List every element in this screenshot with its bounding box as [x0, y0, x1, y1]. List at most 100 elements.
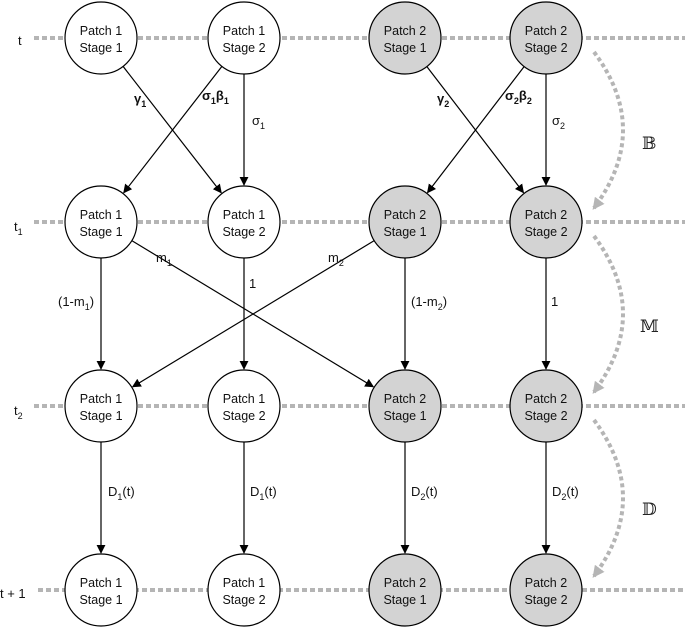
node-circle: [509, 369, 583, 443]
node-label-stage: Stage 1: [383, 41, 426, 55]
node-label-patch: Patch 2: [525, 576, 567, 590]
node-row1-col3: Patch 2 Stage 1: [368, 185, 442, 259]
time-label-t1: t1: [14, 219, 23, 237]
node-label-stage: Stage 1: [383, 409, 426, 423]
node-circle: [64, 1, 138, 75]
node-label-patch: Patch 2: [384, 392, 426, 406]
node-label-patch: Patch 2: [525, 392, 567, 406]
process-arrows: [592, 50, 625, 578]
node-row3-col3: Patch 2 Stage 1: [368, 553, 442, 627]
node-label-stage: Stage 1: [79, 225, 122, 239]
node-label-patch: Patch 1: [80, 576, 122, 590]
node-label-patch: Patch 1: [223, 208, 265, 222]
label-sigma2: σ2: [552, 113, 565, 131]
edges: [96, 66, 551, 554]
node-label-patch: Patch 2: [525, 208, 567, 222]
node-circle: [207, 553, 281, 627]
node-row3-col4: Patch 2 Stage 2: [509, 553, 583, 627]
node-row2-col1: Patch 1 Stage 1: [64, 369, 138, 443]
node-label-stage: Stage 1: [383, 225, 426, 239]
node-row3-col1: Patch 1 Stage 1: [64, 553, 138, 627]
node-label-patch: Patch 2: [525, 24, 567, 38]
time-lines: [34, 36, 685, 592]
time-label-t: t: [18, 33, 22, 48]
process-arrow-m: [592, 234, 625, 394]
label-stay2: (1-m2): [411, 294, 447, 312]
node-circle: [368, 553, 442, 627]
label-one-a: 1: [249, 276, 256, 291]
node-row3-col2: Patch 1 Stage 2: [207, 553, 281, 627]
node-row0-col1: Patch 1 Stage 1: [64, 1, 138, 75]
label-gamma1: γ1: [134, 91, 146, 109]
label-d1-b: D1(t): [250, 484, 277, 502]
label-gamma2: γ2: [437, 91, 449, 109]
label-sigma1: σ1: [252, 113, 265, 131]
label-one-b: 1: [551, 294, 558, 309]
node-row1-col4: Patch 2 Stage 2: [509, 185, 583, 259]
label-sigma1-beta1: σ1β1: [202, 88, 229, 106]
node-label-patch: Patch 2: [384, 24, 426, 38]
node-label-stage: Stage 2: [222, 225, 265, 239]
node-label-stage: Stage 2: [222, 41, 265, 55]
node-label-patch: Patch 1: [80, 24, 122, 38]
node-label-stage: Stage 2: [222, 593, 265, 607]
node-label-patch: Patch 1: [223, 24, 265, 38]
node-label-patch: Patch 2: [384, 576, 426, 590]
edge-labels: γ1 σ1β1 σ1 γ2 σ2β2 σ2 m1 m2 (1-m1) 1 (1-…: [58, 88, 579, 502]
node-circle: [368, 185, 442, 259]
edge-p2s1-to-p1s1-m2: [131, 240, 375, 388]
process-label-d: 𝔻: [642, 500, 657, 520]
label-sigma2-beta2: σ2β2: [505, 88, 532, 106]
node-label-stage: Stage 1: [383, 593, 426, 607]
node-label-patch: Patch 1: [223, 392, 265, 406]
node-label-patch: Patch 2: [384, 208, 426, 222]
node-circle: [207, 185, 281, 259]
edge-p2s2-to-p2s1-sigma-beta: [426, 66, 525, 194]
node-label-stage: Stage 2: [524, 593, 567, 607]
node-row1-col1: Patch 1 Stage 1: [64, 185, 138, 259]
node-circle: [368, 1, 442, 75]
node-row1-col2: Patch 1 Stage 2: [207, 185, 281, 259]
node-label-stage: Stage 1: [79, 409, 122, 423]
node-label-stage: Stage 2: [524, 41, 567, 55]
label-d2-a: D2(t): [411, 484, 438, 502]
node-circle: [207, 369, 281, 443]
process-label-m: 𝕄: [640, 317, 659, 337]
node-circle: [64, 553, 138, 627]
process-arrow-b: [592, 50, 625, 210]
node-circle: [64, 185, 138, 259]
label-m1: m1: [156, 250, 172, 268]
node-circle: [509, 1, 583, 75]
node-label-patch: Patch 1: [80, 208, 122, 222]
label-d1-a: D1(t): [108, 484, 135, 502]
process-label-b: 𝔹: [642, 134, 656, 154]
node-label-stage: Stage 1: [79, 41, 122, 55]
node-circle: [509, 185, 583, 259]
edge-p1s2-to-p1s1-sigma-beta: [123, 66, 223, 194]
node-row0-col4: Patch 2 Stage 2: [509, 1, 583, 75]
node-label-patch: Patch 1: [223, 576, 265, 590]
node-circle: [368, 369, 442, 443]
node-row2-col3: Patch 2 Stage 1: [368, 369, 442, 443]
process-labels: 𝔹 𝕄 𝔻: [640, 134, 659, 520]
label-m2: m2: [328, 250, 344, 268]
node-circle: [64, 369, 138, 443]
node-label-stage: Stage 2: [524, 409, 567, 423]
node-row0-col2: Patch 1 Stage 2: [207, 1, 281, 75]
time-label-t2: t2: [14, 403, 23, 421]
node-row2-col4: Patch 2 Stage 2: [509, 369, 583, 443]
time-labels: t t1 t2 t + 1: [0, 33, 26, 601]
label-stay1: (1-m1): [58, 294, 94, 312]
node-label-stage: Stage 2: [524, 225, 567, 239]
node-label-stage: Stage 1: [79, 593, 122, 607]
node-circle: [207, 1, 281, 75]
process-arrow-d: [592, 418, 625, 578]
time-label-t-plus-1: t + 1: [0, 586, 26, 601]
node-row0-col3: Patch 2 Stage 1: [368, 1, 442, 75]
node-label-patch: Patch 1: [80, 392, 122, 406]
node-circle: [509, 553, 583, 627]
label-d2-b: D2(t): [552, 484, 579, 502]
